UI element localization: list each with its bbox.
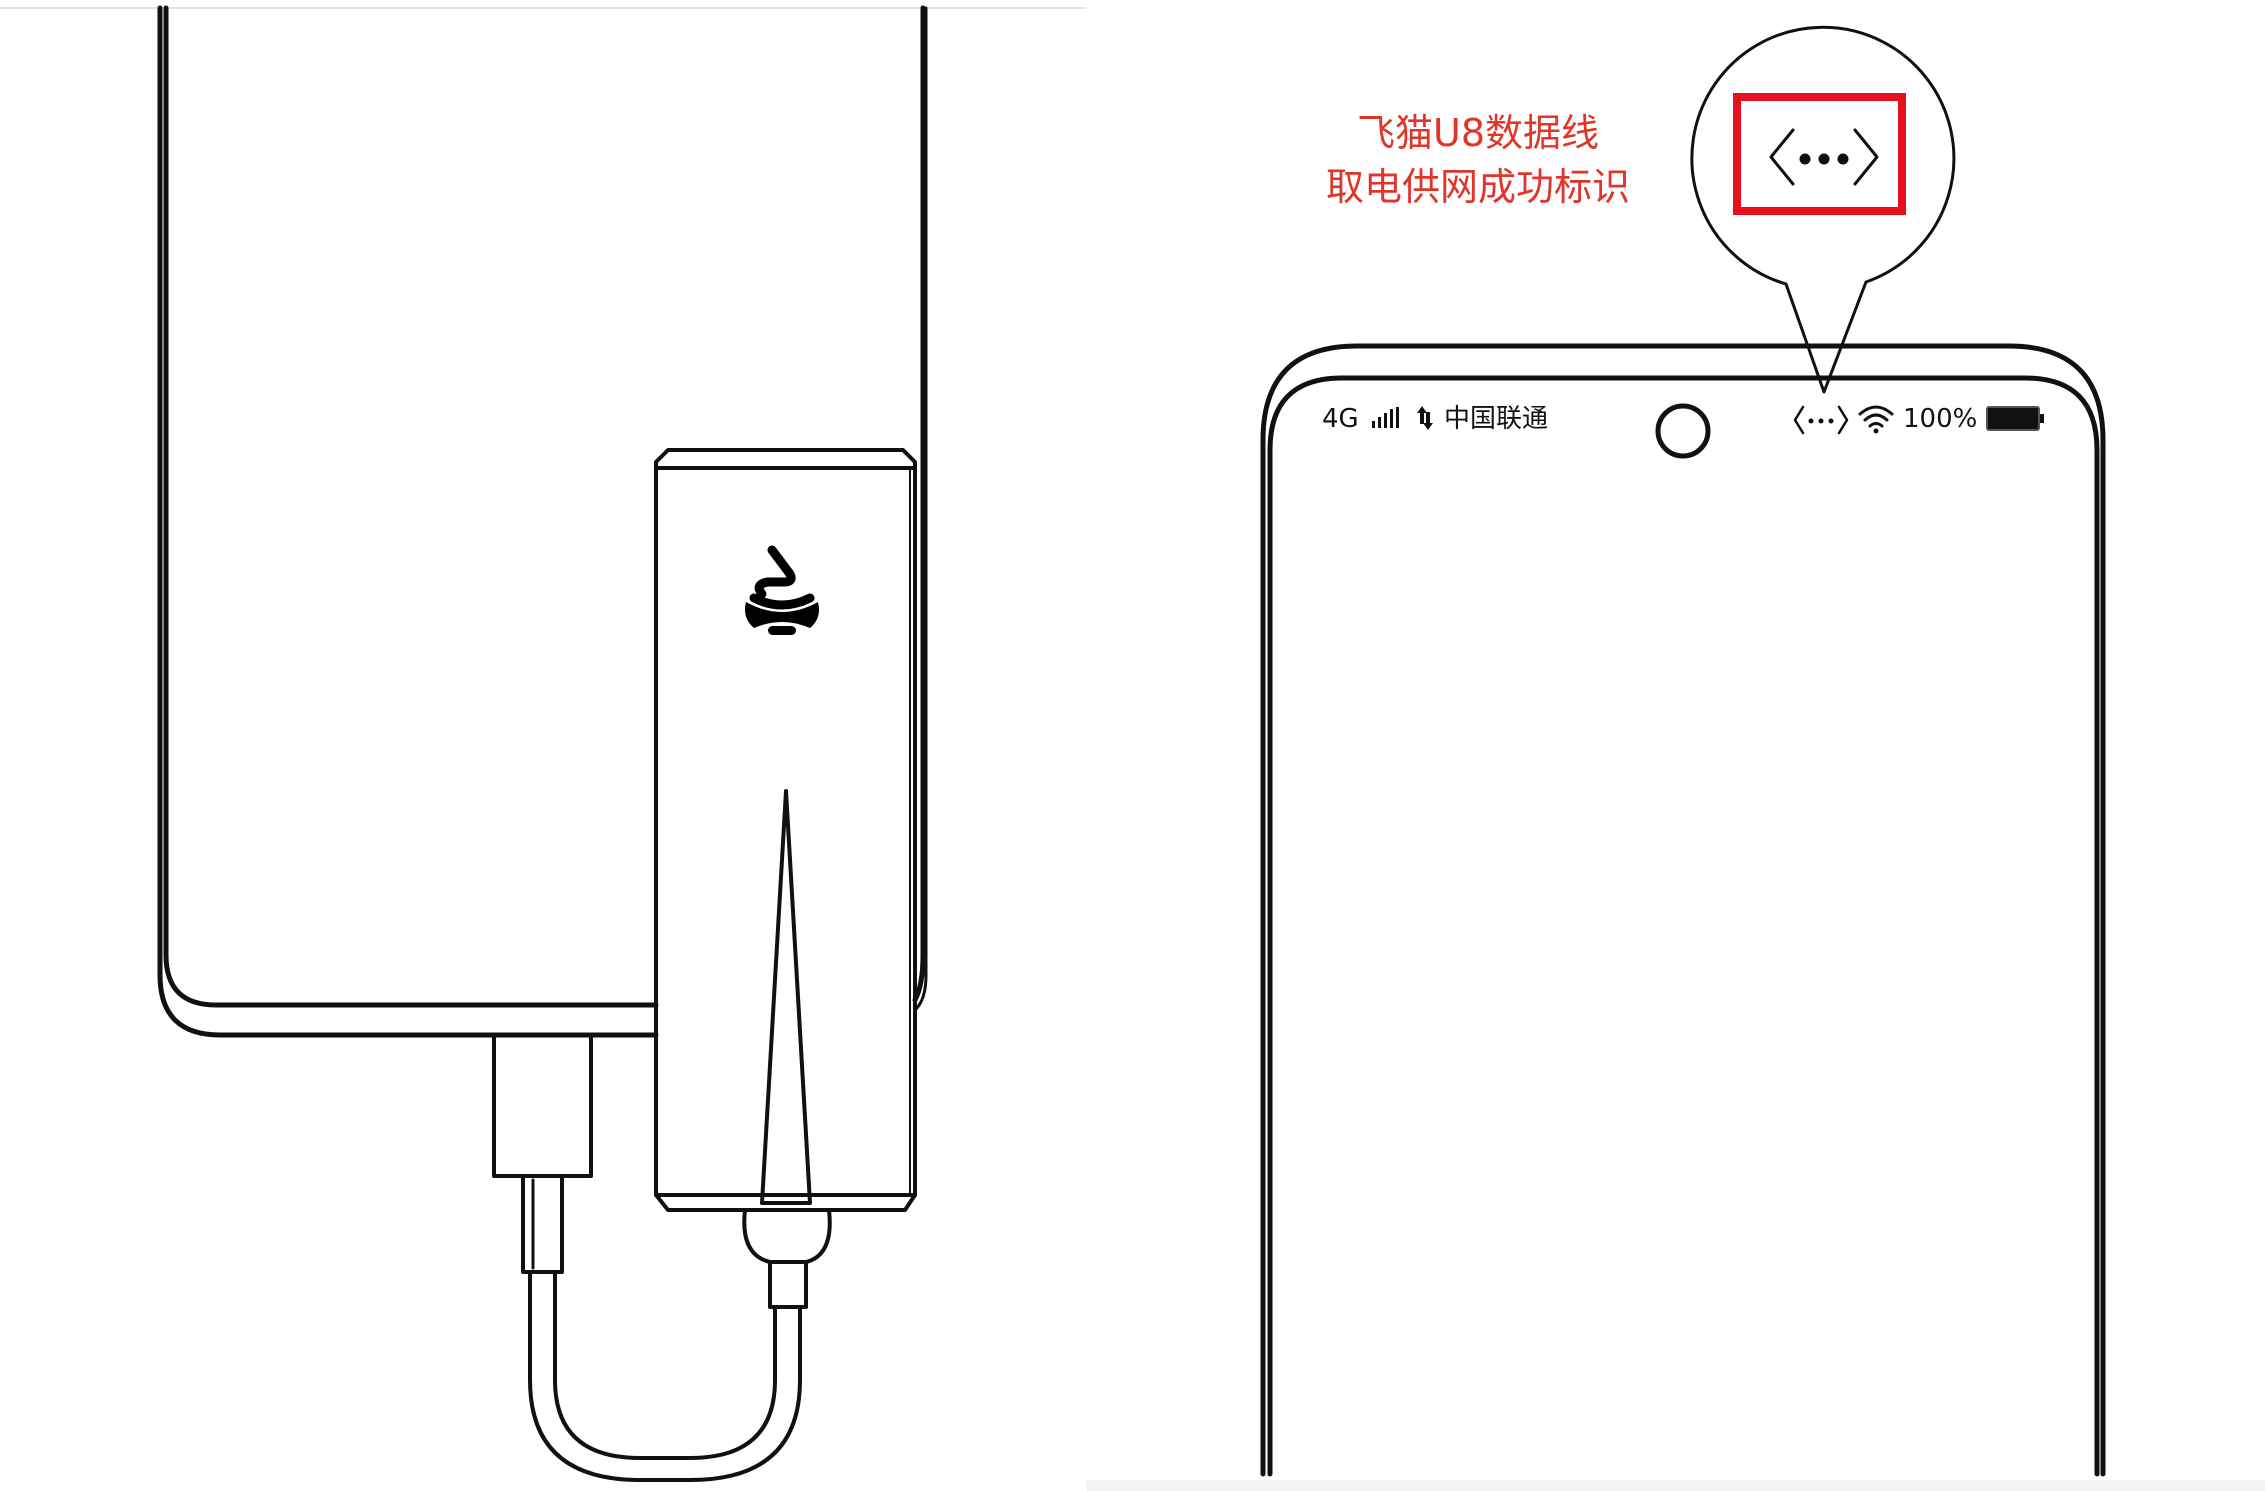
right-phone	[1260, 343, 2106, 1477]
angle-brackets-dots-icon	[1793, 405, 1849, 435]
network-type: 4G	[1322, 404, 1359, 434]
feimao-logo	[745, 545, 819, 635]
bottom-strip	[1086, 1480, 2265, 1491]
angle-brackets-dots-icon	[1769, 128, 1879, 186]
wifi-icon	[1858, 405, 1894, 434]
battery-full-icon	[1986, 406, 2044, 431]
data-arrows-icon	[1417, 406, 1433, 430]
highlight-box	[1733, 93, 1906, 215]
adapter-device	[654, 448, 917, 1309]
annotation-line-1: 飞猫U8数据线	[1357, 111, 1599, 155]
left-phone	[157, 5, 928, 1038]
signal-bars-icon	[1372, 407, 1399, 428]
front-camera	[1655, 403, 1711, 459]
battery-percent: 100%	[1903, 404, 1977, 434]
annotation-line-2: 取电供网成功标识	[1326, 165, 1630, 209]
usb-plug	[492, 1033, 593, 1274]
callout-bubble	[1690, 25, 1956, 394]
status-bar: 4G 中国联通 100%	[1322, 404, 2044, 435]
cable	[528, 1270, 802, 1482]
carrier-name: 中国联通	[1444, 404, 1548, 434]
